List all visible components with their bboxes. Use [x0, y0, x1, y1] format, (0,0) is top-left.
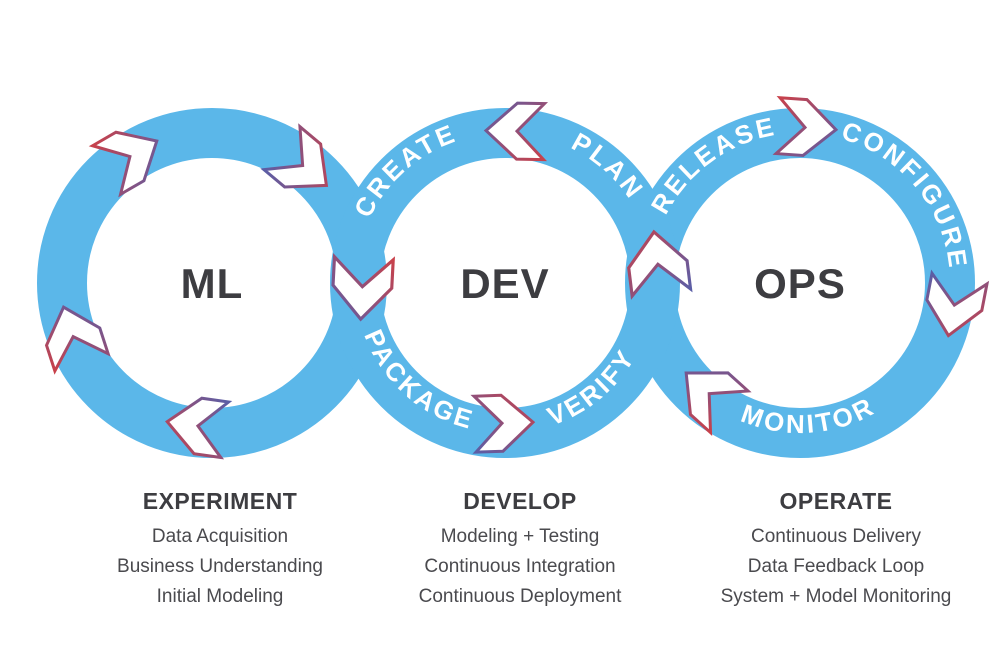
- column-item: Continuous Deployment: [418, 586, 622, 607]
- column-item: Initial Modeling: [156, 586, 284, 607]
- column-operate-heading: OPERATE: [779, 488, 893, 514]
- column-item: Business Understanding: [117, 556, 323, 577]
- column-develop-heading: DEVELOP: [463, 488, 577, 514]
- column-item: Data Feedback Loop: [747, 556, 925, 577]
- column-item: Data Acquisition: [151, 526, 289, 547]
- legend-columns: EXPERIMENT Data Acquisition Business Und…: [0, 488, 1001, 628]
- column-item: Modeling + Testing: [440, 526, 600, 547]
- column-item: System + Model Monitoring: [720, 586, 952, 607]
- ml-ring-label: ML: [181, 260, 244, 307]
- dev-ring-label: DEV: [460, 260, 549, 307]
- ops-ring-label: OPS: [754, 260, 846, 307]
- column-develop: DEVELOP Modeling + Testing Continuous In…: [345, 488, 695, 612]
- column-operate: OPERATE Continuous Delivery Data Feedbac…: [661, 488, 1001, 612]
- column-item: Continuous Integration: [424, 556, 616, 577]
- column-item: Continuous Delivery: [750, 526, 922, 547]
- column-experiment: EXPERIMENT Data Acquisition Business Und…: [45, 488, 395, 612]
- column-experiment-heading: EXPERIMENT: [142, 488, 298, 514]
